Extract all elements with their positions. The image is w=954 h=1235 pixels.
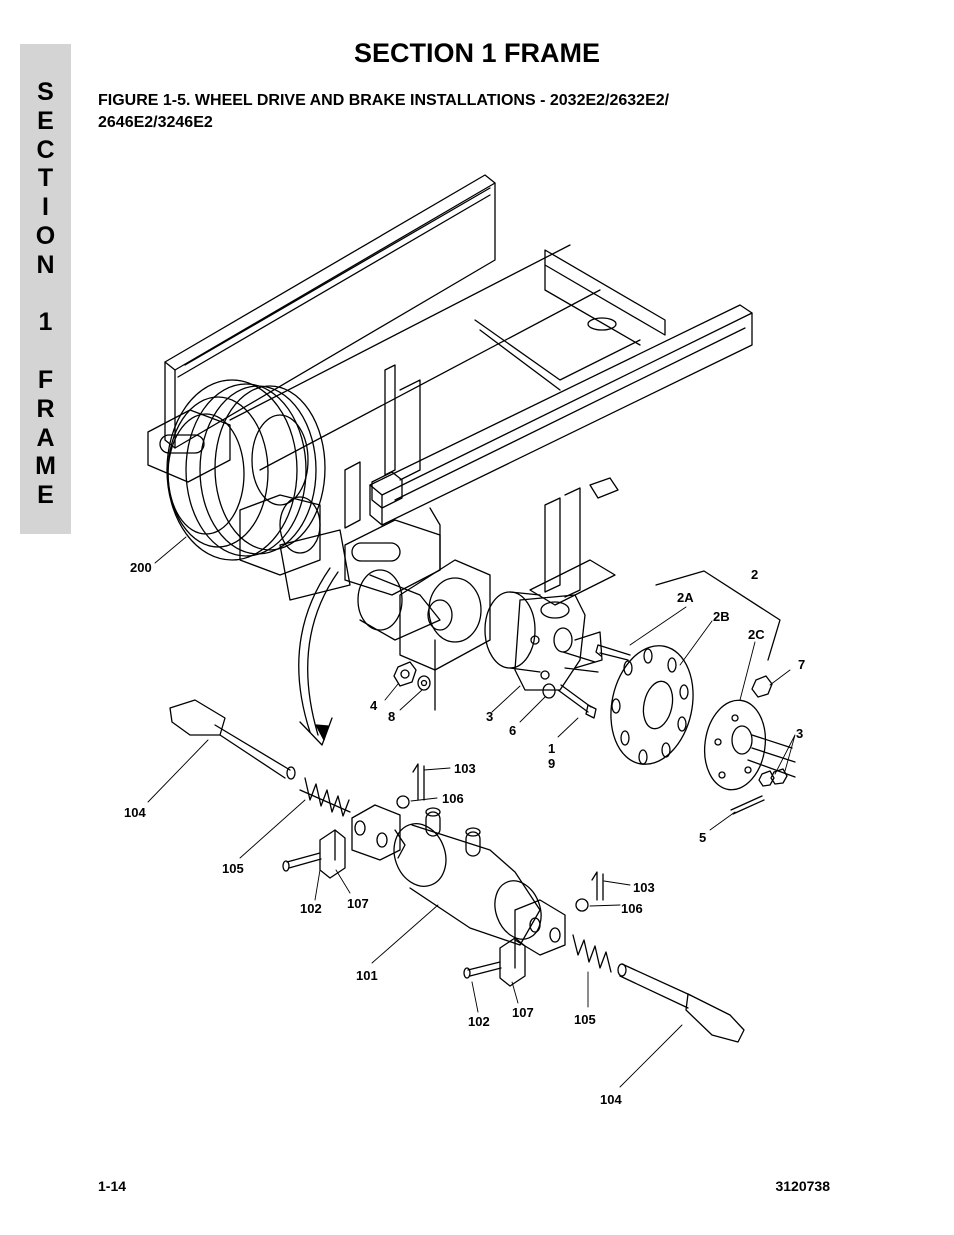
side-letter: S bbox=[37, 78, 54, 106]
callout-104: 104 bbox=[124, 805, 146, 820]
leader-lines bbox=[147, 536, 796, 1088]
frame-brackets bbox=[344, 364, 619, 606]
callout-103: 103 bbox=[454, 761, 476, 776]
callout-labels: 200 2 2A 2B 2C 7 4 8 3 6 1 9 3 103 106 1… bbox=[124, 560, 805, 1107]
wheel-hub bbox=[703, 699, 796, 791]
side-letter: I bbox=[42, 193, 49, 222]
detail-arrow bbox=[298, 567, 339, 746]
side-letter: O bbox=[35, 221, 56, 250]
callout-4: 4 bbox=[370, 698, 378, 713]
callout-103: 103 bbox=[633, 880, 655, 895]
drive-hub-assembly bbox=[239, 494, 453, 641]
side-letter: T bbox=[37, 164, 54, 193]
callout-107: 107 bbox=[347, 896, 369, 911]
side-letter: E bbox=[37, 106, 54, 135]
side-letter: E bbox=[37, 481, 54, 510]
brake-block-right bbox=[463, 937, 526, 987]
callout-2: 2 bbox=[751, 567, 758, 582]
wheel-tire bbox=[166, 379, 326, 561]
frame-cross-member bbox=[474, 249, 666, 391]
castle-nut bbox=[751, 675, 773, 698]
cable-rod-right bbox=[617, 963, 745, 1043]
callout-8: 8 bbox=[388, 709, 395, 724]
side-tab-letters: S E C T I O N 1 F R A M E bbox=[20, 78, 71, 510]
cotter-washer-left bbox=[396, 763, 425, 809]
callout-102: 102 bbox=[468, 1014, 490, 1029]
brake-block-left bbox=[282, 829, 346, 879]
callout-200: 200 bbox=[130, 560, 152, 575]
side-letter: R bbox=[36, 394, 55, 423]
callout-3: 3 bbox=[796, 726, 803, 741]
side-letter: C bbox=[36, 135, 55, 164]
frame-rails bbox=[164, 174, 753, 526]
brake-disc bbox=[610, 645, 694, 765]
figure-title-line-1: FIGURE 1-5. WHEEL DRIVE AND BRAKE INSTAL… bbox=[98, 92, 670, 109]
callout-9: 9 bbox=[548, 756, 555, 771]
figure-title-line-2: 2646E2/3246E2 bbox=[98, 114, 213, 131]
spring-left bbox=[299, 777, 351, 817]
drive-motor bbox=[484, 591, 603, 691]
callout-105: 105 bbox=[222, 861, 244, 876]
exploded-parts-diagram: 200 2 2A 2B 2C 7 4 8 3 6 1 9 3 103 106 1… bbox=[124, 174, 805, 1107]
cotter-washer-right bbox=[575, 871, 604, 912]
cable-rod-left bbox=[169, 699, 296, 780]
side-letter: N bbox=[36, 250, 55, 279]
motor-mounting-plate bbox=[399, 559, 491, 711]
callout-2c: 2C bbox=[748, 627, 765, 642]
cotter-pin bbox=[730, 795, 765, 815]
callout-2a: 2A bbox=[677, 590, 694, 605]
callout-101: 101 bbox=[356, 968, 378, 983]
brake-cylinder bbox=[393, 807, 542, 946]
spring-right bbox=[572, 934, 612, 973]
clevis-left bbox=[351, 804, 401, 861]
side-letter bbox=[20, 280, 71, 309]
lug-nuts bbox=[758, 768, 788, 787]
callout-106: 106 bbox=[442, 791, 464, 806]
callout-105: 105 bbox=[574, 1012, 596, 1027]
figure-title: FIGURE 1-5. WHEEL DRIVE AND BRAKE INSTAL… bbox=[98, 90, 858, 134]
callout-102: 102 bbox=[300, 901, 322, 916]
callout-6: 6 bbox=[509, 723, 516, 738]
side-letter: 1 bbox=[38, 308, 53, 337]
page-number: 1-14 bbox=[98, 1178, 127, 1194]
bolt-and-washer bbox=[542, 683, 597, 719]
page-title: SECTION 1 FRAME bbox=[353, 38, 601, 68]
callout-2b: 2B bbox=[713, 609, 730, 624]
callout-104: 104 bbox=[600, 1092, 622, 1107]
callout-7: 7 bbox=[798, 657, 805, 672]
nut-and-washer bbox=[393, 661, 431, 691]
callout-107: 107 bbox=[512, 1005, 534, 1020]
callout-3: 3 bbox=[486, 709, 493, 724]
side-letter bbox=[20, 337, 71, 366]
callout-106: 106 bbox=[621, 901, 643, 916]
side-letter: A bbox=[36, 423, 55, 452]
callout-5: 5 bbox=[699, 830, 706, 845]
side-letter: F bbox=[37, 365, 54, 394]
kit-bracket bbox=[655, 570, 781, 661]
document-number: 3120738 bbox=[775, 1178, 830, 1194]
wheel-stud bbox=[595, 644, 631, 661]
callout-1: 1 bbox=[548, 741, 555, 756]
side-letter: M bbox=[35, 452, 56, 481]
section-side-tab: S E C T I O N 1 F R A M E bbox=[20, 44, 71, 534]
